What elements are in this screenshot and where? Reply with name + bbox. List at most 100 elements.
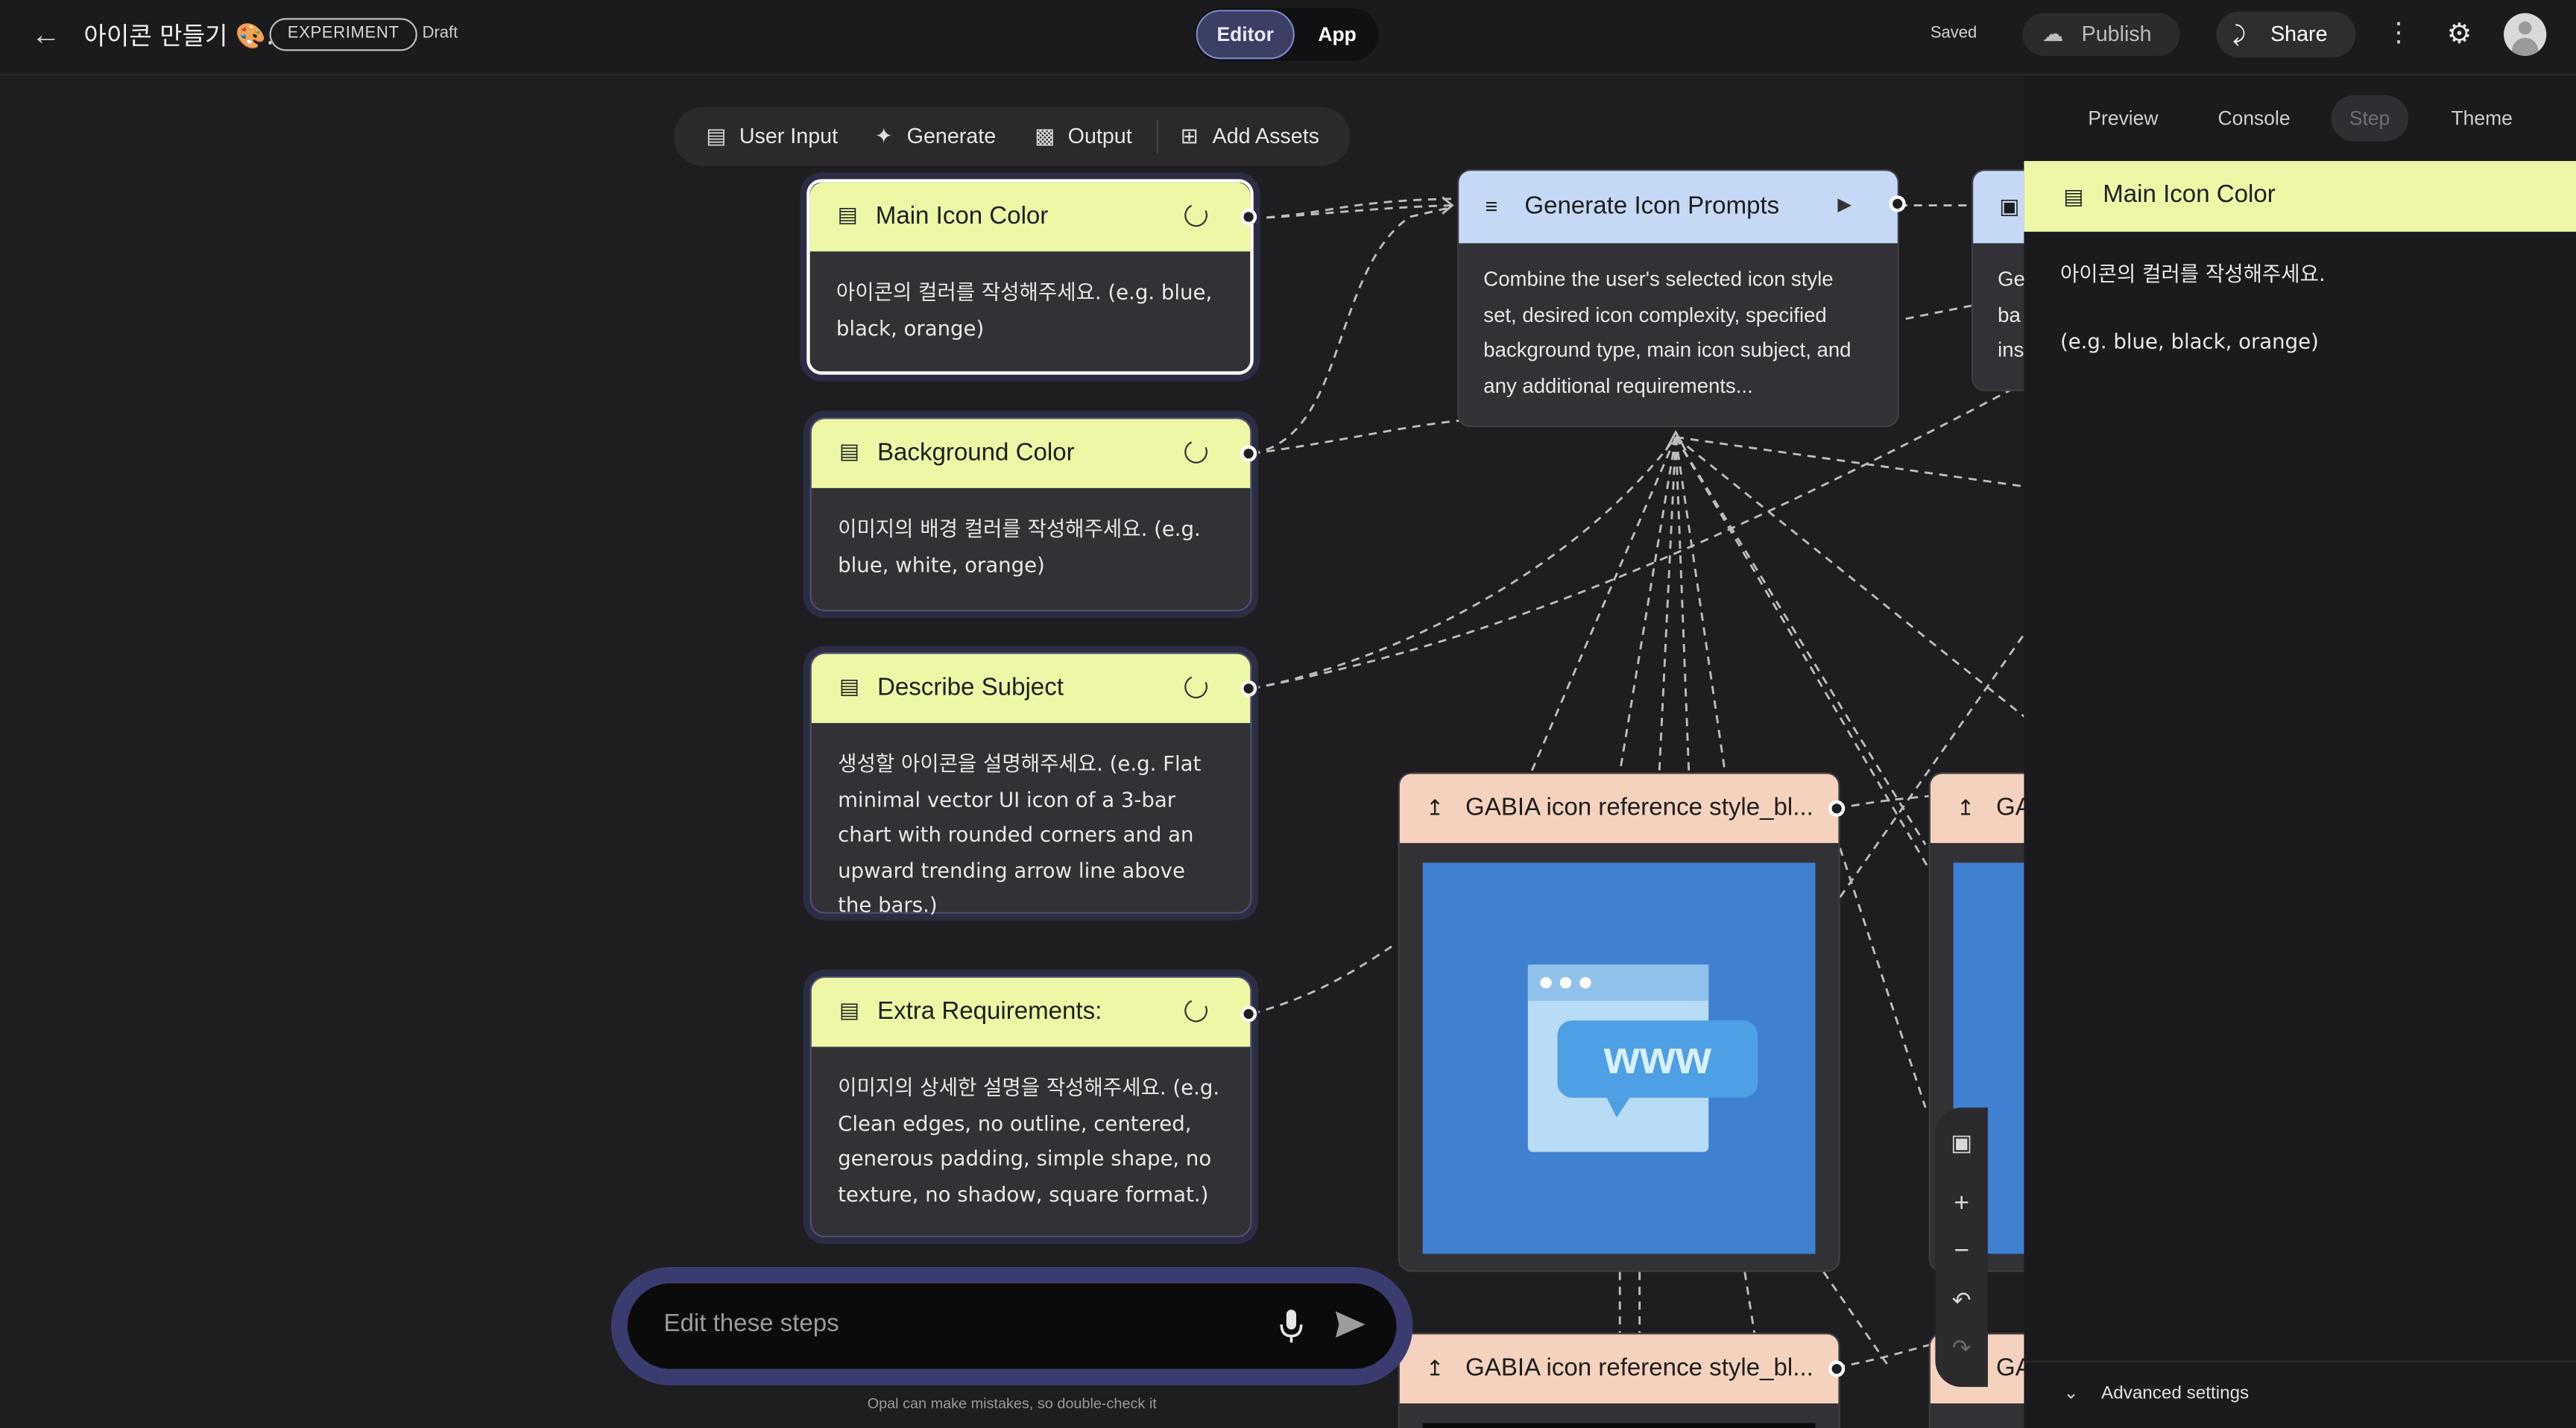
node-background-color[interactable]: ▤ Background Color 이미지의 배경 컬러를 작성해주세요. (… bbox=[809, 417, 1252, 612]
node-asset-reference[interactable]: ↥ GABIA icon reference style_bl... www bbox=[1398, 772, 1840, 1272]
upload-icon: ↥ bbox=[1426, 795, 1445, 821]
editor-mode-button[interactable]: Editor bbox=[1196, 10, 1295, 60]
node-title: GA bbox=[1995, 793, 2024, 822]
redo-icon[interactable]: ↷ bbox=[1951, 1334, 1972, 1361]
node-description: 생성할 아이콘을 설명해주세요. (e.g. Flat minimal vect… bbox=[838, 751, 1202, 917]
node-header[interactable]: ▤ Describe Subject bbox=[811, 654, 1251, 724]
play-icon[interactable]: ▶ bbox=[1837, 195, 1852, 215]
cloud-upload-icon: ☁ bbox=[2042, 21, 2064, 46]
share-button[interactable]: ⤸ Share bbox=[2216, 11, 2356, 58]
advanced-settings-label: Advanced settings bbox=[2101, 1383, 2250, 1403]
experiment-badge: EXPERIMENT bbox=[269, 18, 417, 51]
www-text: www bbox=[1603, 1032, 1712, 1084]
node-header[interactable]: ↥ GABIA icon reference style_bl... bbox=[1399, 774, 1839, 844]
right-panel: Preview Console Step Theme ▤ Main Icon C… bbox=[2024, 75, 2576, 1428]
avatar[interactable] bbox=[2504, 13, 2547, 56]
node-header[interactable]: ↥ GA bbox=[1930, 774, 2024, 844]
app-title[interactable]: 아이콘 만들기 🎨. bbox=[83, 21, 274, 51]
saved-status: Saved bbox=[1930, 25, 1977, 43]
loading-icon bbox=[1181, 996, 1211, 1026]
step-header: ▤ Main Icon Color bbox=[2024, 161, 2576, 232]
output-port[interactable] bbox=[1240, 445, 1257, 462]
arrow-left-icon[interactable]: ← bbox=[31, 18, 61, 51]
output-port[interactable] bbox=[1240, 209, 1257, 226]
workflow-canvas[interactable]: ▤ User Input ✦Generate ▩Output ⊞Add Asset… bbox=[0, 75, 2024, 1428]
node-description: 이미지의 상세한 설명을 작성해주세요. (e.g. Clean edges, … bbox=[838, 1075, 1220, 1206]
node-title: GABIA icon reference style_bl... bbox=[1465, 793, 1813, 822]
draft-status: Draft bbox=[422, 25, 458, 43]
connection-lines bbox=[1251, 196, 2024, 1368]
node-header[interactable]: ▤ Background Color bbox=[811, 419, 1251, 488]
output-tool[interactable]: ▩Output bbox=[1032, 107, 1131, 165]
node-title: GA bbox=[1995, 1353, 2024, 1383]
chat-input-field[interactable]: Edit these steps bbox=[627, 1283, 1397, 1369]
add-assets-tool[interactable]: ⊞Add Assets bbox=[1176, 107, 1319, 165]
node-describe-subject[interactable]: ▤ Describe Subject 생성할 아이콘을 설명해주세요. (e.g… bbox=[809, 652, 1252, 917]
upload-icon: ↥ bbox=[1426, 1356, 1445, 1381]
text-generate-icon: ≡ bbox=[1485, 194, 1498, 219]
node-generate-icon-prompts[interactable]: ≡ Generate Icon Prompts ▶ Combine the us… bbox=[1457, 169, 1899, 428]
tab-step[interactable]: Step bbox=[2331, 95, 2408, 142]
step-prompt-line[interactable]: 아이콘의 컬러를 작성해주세요. bbox=[2059, 261, 2326, 286]
loading-icon bbox=[1181, 437, 1211, 467]
image-generate-icon: ▣ bbox=[1999, 194, 2020, 219]
toolbar-divider bbox=[1156, 119, 1158, 154]
user-input-tool[interactable]: ▤ User Input bbox=[703, 107, 838, 165]
node-header[interactable]: ▣ bbox=[1973, 171, 2024, 244]
node-title: Generate Icon Prompts bbox=[1524, 192, 1780, 221]
www-browser-icon: www bbox=[1527, 964, 1758, 1152]
tab-theme[interactable]: Theme bbox=[2451, 107, 2513, 130]
zoom-out-icon[interactable]: − bbox=[1954, 1237, 1969, 1266]
input-icon: ▤ bbox=[839, 674, 860, 699]
input-icon: ▤ bbox=[839, 438, 860, 464]
node-description: Combine the user's selected icon style s… bbox=[1483, 268, 1852, 397]
node-extra-requirements[interactable]: ▤ Extra Requirements: 이미지의 상세한 설명을 작성해주세… bbox=[809, 976, 1252, 1238]
mode-switch: Editor App bbox=[1194, 8, 1379, 61]
node-generate-partial[interactable]: ▣ Ge ba ins bbox=[1971, 169, 2024, 391]
more-options-icon[interactable]: ⋮ bbox=[2385, 19, 2412, 48]
output-port[interactable] bbox=[1240, 1005, 1257, 1023]
advanced-settings-toggle[interactable]: ⌄ Advanced settings bbox=[2024, 1360, 2576, 1428]
tab-preview[interactable]: Preview bbox=[2088, 107, 2159, 130]
undo-icon[interactable]: ↶ bbox=[1951, 1286, 1972, 1313]
step-title: Main Icon Color bbox=[2103, 180, 2276, 209]
node-description: 아이콘의 컬러를 작성해주세요. (e.g. blue, black, oran… bbox=[836, 279, 1213, 340]
top-bar: ← 아이콘 만들기 🎨. EXPERIMENT Draft Editor App… bbox=[0, 0, 2576, 76]
zoom-controls: ▣ + − ↶ ↷ bbox=[1935, 1108, 1988, 1387]
loading-icon bbox=[1181, 672, 1211, 702]
node-main-icon-color[interactable]: ▤ Main Icon Color 아이콘의 컬러를 작성해주세요. (e.g.… bbox=[806, 179, 1254, 375]
node-header[interactable]: ▤ Main Icon Color bbox=[809, 182, 1251, 252]
edit-steps-chat: Edit these steps bbox=[610, 1266, 1413, 1386]
disclaimer-text: Opal can make mistakes, so double-check … bbox=[867, 1394, 1157, 1412]
node-asset-reference[interactable]: ↥ GABIA icon reference style_bl... bbox=[1398, 1333, 1840, 1428]
chevron-down-icon: ⌄ bbox=[2063, 1383, 2079, 1403]
output-port[interactable] bbox=[1240, 680, 1257, 697]
microphone-icon[interactable] bbox=[1275, 1307, 1307, 1346]
upload-icon: ↥ bbox=[1957, 795, 1975, 821]
output-port[interactable] bbox=[1828, 1360, 1846, 1377]
node-header[interactable]: ≡ Generate Icon Prompts ▶ bbox=[1459, 171, 1898, 244]
step-prompt-line[interactable]: (e.g. blue, black, orange) bbox=[2059, 328, 2319, 354]
user-input-label: User Input bbox=[739, 123, 839, 148]
send-icon[interactable] bbox=[1330, 1305, 1370, 1345]
gear-icon[interactable]: ⚙ bbox=[2446, 18, 2472, 50]
zoom-in-icon[interactable]: + bbox=[1954, 1190, 1969, 1218]
output-port[interactable] bbox=[1828, 800, 1846, 817]
share-icon: ⤸ bbox=[2232, 21, 2246, 46]
publish-button[interactable]: ☁ Publish bbox=[2022, 13, 2180, 56]
node-header[interactable]: ▤ Extra Requirements: bbox=[811, 977, 1251, 1047]
fit-view-icon[interactable]: ▣ bbox=[1951, 1128, 1973, 1156]
share-label: Share bbox=[2270, 21, 2328, 46]
input-icon: ▤ bbox=[2063, 183, 2084, 209]
node-header[interactable]: ↥ GABIA icon reference style_bl... bbox=[1399, 1334, 1839, 1403]
app-mode-button[interactable]: App bbox=[1318, 22, 1357, 46]
output-port[interactable] bbox=[1889, 195, 1906, 212]
sparkle-icon: ✦ bbox=[874, 123, 893, 148]
node-title: GABIA icon reference style_bl... bbox=[1465, 1353, 1813, 1383]
node-title: Main Icon Color bbox=[875, 202, 1049, 230]
generate-tool[interactable]: ✦Generate bbox=[871, 107, 996, 165]
tab-console[interactable]: Console bbox=[2217, 107, 2291, 130]
input-icon: ▤ bbox=[706, 123, 727, 148]
publish-label: Publish bbox=[2081, 21, 2152, 46]
node-description: Ge ba ins bbox=[1998, 263, 2024, 369]
